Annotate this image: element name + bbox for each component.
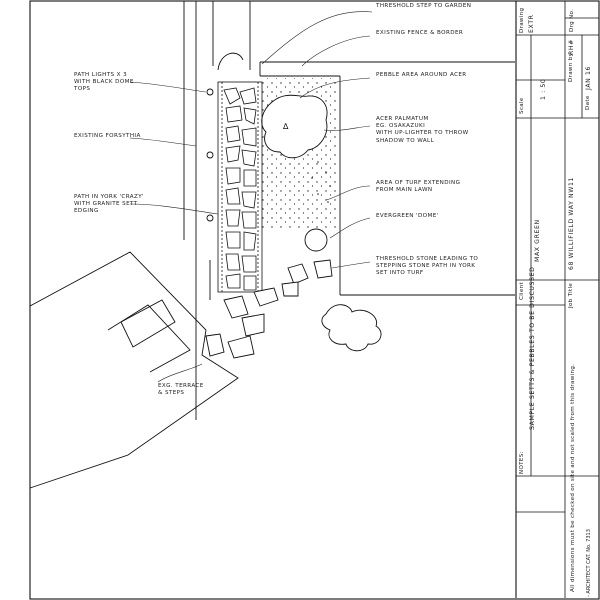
client-value: MAX GREEN [534, 219, 541, 262]
drawing-value: EXTR [528, 14, 535, 33]
date-label: Date [585, 95, 591, 110]
acer-canopy [261, 94, 328, 159]
scale-value: 1 : 50 [540, 78, 547, 100]
terrace-steps [29, 251, 239, 489]
dimensions-note: All dimensions must be checked on site a… [570, 363, 576, 592]
job-title-value: 68 WILLIFIELD WAY NW11 [568, 176, 575, 270]
title-block-grid [516, 17, 599, 513]
path-light [206, 88, 214, 222]
label-existing-fence: EXISTING FENCE & BORDER [376, 30, 464, 36]
job-title-label: Job Title [568, 282, 574, 308]
notes-label: NOTES: [519, 451, 525, 474]
sheet-border [29, 0, 600, 600]
label-turf: AREA OF TURF EXTENDING FROM MAIN LAWN [376, 180, 461, 194]
date-value: JAN 16 [585, 65, 592, 90]
pad-footer: - ARCHITECT CAT. No. 7313 [586, 529, 592, 597]
crazy-paving-path [217, 81, 263, 293]
label-threshold-step: THRESHOLD STEP TO GARDEN [376, 3, 472, 9]
label-path-lights: PATH LIGHTS X 3 WITH BLACK DOME TOPS [74, 72, 134, 93]
label-evergreen: EVERGREEN 'DOME' [376, 213, 439, 219]
client-label: Client [519, 282, 525, 300]
stepping-stones [205, 259, 333, 359]
label-acer: ACER PALMATUM EG. OSAKAZUKI WITH UP-LIGH… [376, 116, 469, 144]
label-path: PATH IN YORK 'CRAZY' WITH GRANITE SETT E… [74, 194, 144, 215]
label-terrace: EXG. TERRACE & STEPS [158, 383, 204, 397]
notes-value: SAMPLE SETTS & PEBBLES TO BE DISCUSSED [529, 266, 536, 430]
evergreen-dome [304, 228, 328, 252]
scale-label: Scale [519, 97, 525, 114]
drawn-by-value: RH# [568, 39, 575, 55]
svg-text:∆: ∆ [282, 122, 289, 131]
drawn-by-label: Drawn by [568, 52, 574, 82]
pebble-area: ∆ [261, 78, 338, 228]
leader-lines [129, 11, 373, 383]
turf-area [311, 161, 331, 203]
shrub [321, 304, 382, 352]
drg-no-label: Drg No. [569, 8, 575, 32]
label-forsythia: EXISTING FORSYTHIA [74, 133, 141, 139]
wall-lines [183, 1, 515, 420]
label-pebble-area: PEBBLE AREA AROUND ACER [376, 72, 467, 78]
drawing-label: Drawing [519, 7, 525, 33]
label-threshold-stone: THRESHOLD STONE LEADING TO STEPPING STON… [376, 256, 479, 277]
